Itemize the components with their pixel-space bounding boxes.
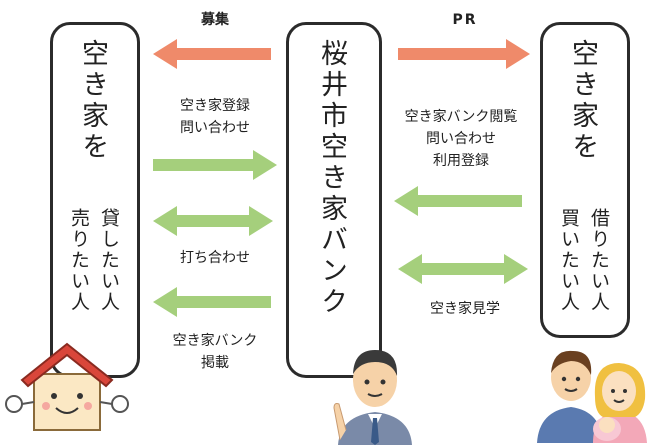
label-register-line2: 問い合わせ [180,120,250,136]
label-recruit: 募集 [201,12,229,28]
visit-double-arrow [398,254,528,284]
akiya-bank-title: 桜井市空き家バンク [316,39,347,318]
label-meeting: 打ち合わせ [180,250,250,266]
seeker-box: 空き家を 借りたい人 買いたい人 [540,22,630,338]
seeker-line-buy: 買いたい人 [558,208,580,313]
house-mascot-illustration [5,342,129,431]
label-listing-line1: 空き家バンク [172,333,258,349]
label-browse-line2: 問い合わせ [426,131,496,147]
label-visit: 空き家見学 [430,301,500,317]
label-browse: 空き家バンク閲覧 問い合わせ 利用登録 [386,106,536,172]
label-browse-line3: 利用登録 [433,153,489,169]
seeker-line-rent: 借りたい人 [588,208,610,313]
staff-man-illustration [333,350,412,445]
owner-title: 空き家を [77,39,108,163]
browse-arrow [394,186,522,216]
meeting-double-arrow [153,206,273,236]
pr-arrow [398,39,530,69]
akiya-bank-box: 桜井市空き家バンク [286,22,382,378]
listing-arrow [153,287,271,317]
seeker-title: 空き家を [567,39,598,163]
owner-line-lend: 貸したい人 [98,208,120,313]
label-browse-line1: 空き家バンク閲覧 [404,109,518,125]
label-pr: PR [452,12,478,28]
register-arrow [153,150,277,180]
label-register-line1: 空き家登録 [180,98,250,114]
label-register: 空き家登録 問い合わせ [150,95,280,139]
label-listing: 空き家バンク 掲載 [150,330,280,374]
recruit-arrow [153,39,271,69]
owner-box: 空き家を 貸したい人 売りたい人 [50,22,140,378]
label-listing-line2: 掲載 [201,355,229,371]
owner-line-sell: 売りたい人 [68,208,90,313]
family-illustration [537,350,647,443]
